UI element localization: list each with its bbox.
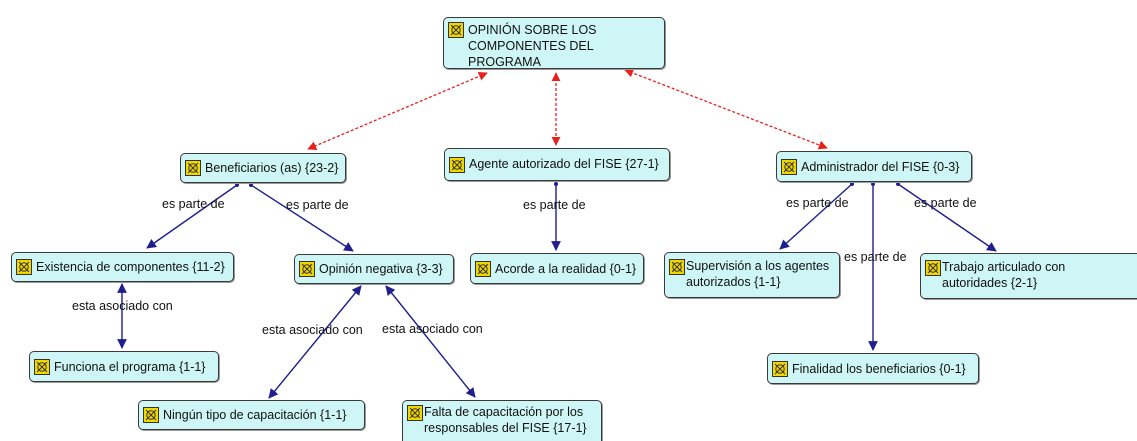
- code-icon: [772, 361, 788, 377]
- edge-dot: [554, 182, 558, 186]
- node-funciona[interactable]: Funciona el programa {1-1}: [29, 351, 219, 382]
- node-trabajo[interactable]: Trabajo articulado con autoridades {2-1}: [920, 253, 1137, 299]
- edge-root-beneficiarios: [307, 72, 488, 150]
- node-existencia[interactable]: Existencia de componentes {11-2}: [11, 252, 234, 282]
- code-icon: [475, 261, 491, 277]
- node-beneficiarios[interactable]: Beneficiarios (as) {23-2}: [180, 153, 346, 183]
- code-icon: [407, 405, 423, 421]
- edge-label-es-parte-de: es parte de: [914, 196, 977, 210]
- edge-opinion-falta: [385, 285, 476, 398]
- node-supervision[interactable]: Supervisión a los agentes autorizados {1…: [664, 252, 840, 298]
- edge-label-es-parte-de: es parte de: [786, 196, 849, 210]
- edge-dot: [235, 183, 239, 187]
- node-falta[interactable]: Falta de capacitación por los responsabl…: [402, 400, 602, 441]
- node-finalidad[interactable]: Finalidad los beneficiarios {0-1}: [767, 353, 979, 384]
- edge-label-esta-asociado-con: esta asociado con: [72, 299, 173, 313]
- code-icon: [448, 22, 464, 38]
- node-opinion-negativa[interactable]: Opinión negativa {3-3}: [294, 254, 454, 284]
- node-label: Supervisión a los agentes autorizados {1…: [686, 259, 830, 289]
- node-label: Trabajo articulado con autoridades {2-1}: [942, 260, 1066, 290]
- edge-opinion-ningun: [268, 285, 362, 399]
- edge-label-es-parte-de: es parte de: [844, 250, 907, 264]
- edge-dot: [896, 182, 900, 186]
- node-administrador[interactable]: Administrador del FISE {0-3}: [776, 151, 972, 182]
- node-label: OPINIÓN SOBRE LOS COMPONENTES DEL PROGRA…: [468, 23, 597, 69]
- code-icon: [669, 259, 685, 275]
- node-label: Existencia de componentes {11-2}: [36, 260, 225, 274]
- edge-label-es-parte-de: es parte de: [523, 198, 586, 212]
- node-label: Falta de capacitación por los responsabl…: [424, 405, 587, 435]
- edge-label-esta-asociado-con: esta asociado con: [262, 323, 363, 337]
- edge-dot: [249, 183, 253, 187]
- node-label: Funciona el programa {1-1}: [54, 360, 206, 374]
- edge-label-es-parte-de: es parte de: [286, 198, 349, 212]
- edge-beneficiarios-existencia: [146, 184, 238, 249]
- edge-dot: [850, 182, 854, 186]
- node-acorde[interactable]: Acorde a la realidad {0-1}: [470, 253, 644, 284]
- code-icon: [781, 159, 797, 175]
- node-label: Administrador del FISE {0-3}: [801, 160, 960, 174]
- code-icon: [16, 259, 32, 275]
- edge-label-esta-asociado-con: esta asociado con: [382, 322, 483, 336]
- node-agente[interactable]: Agente autorizado del FISE {27-1}: [444, 148, 670, 181]
- node-label: Opinión negativa {3-3}: [319, 262, 443, 276]
- node-label: Beneficiarios (as) {23-2}: [205, 161, 339, 175]
- node-label: Acorde a la realidad {0-1}: [495, 262, 637, 276]
- edge-beneficiarios-opinion: [250, 184, 354, 252]
- node-label: Agente autorizado del FISE {27-1}: [469, 157, 659, 171]
- edge-root-administrador: [624, 68, 828, 150]
- code-icon: [449, 157, 465, 173]
- edge-admin-trabajo: [897, 183, 997, 252]
- node-ningun[interactable]: Ningún tipo de capacitación {1-1}: [138, 400, 365, 430]
- node-root[interactable]: OPINIÓN SOBRE LOS COMPONENTES DEL PROGRA…: [443, 17, 665, 69]
- code-icon: [299, 261, 315, 277]
- code-icon: [925, 260, 941, 276]
- code-icon: [143, 407, 159, 423]
- edge-label-es-parte-de: es parte de: [162, 197, 225, 211]
- edge-dot: [871, 182, 875, 186]
- code-icon: [34, 359, 50, 375]
- node-label: Ningún tipo de capacitación {1-1}: [163, 408, 347, 422]
- node-label: Finalidad los beneficiarios {0-1}: [792, 362, 966, 376]
- edge-admin-supervision: [779, 183, 853, 250]
- code-icon: [185, 160, 201, 176]
